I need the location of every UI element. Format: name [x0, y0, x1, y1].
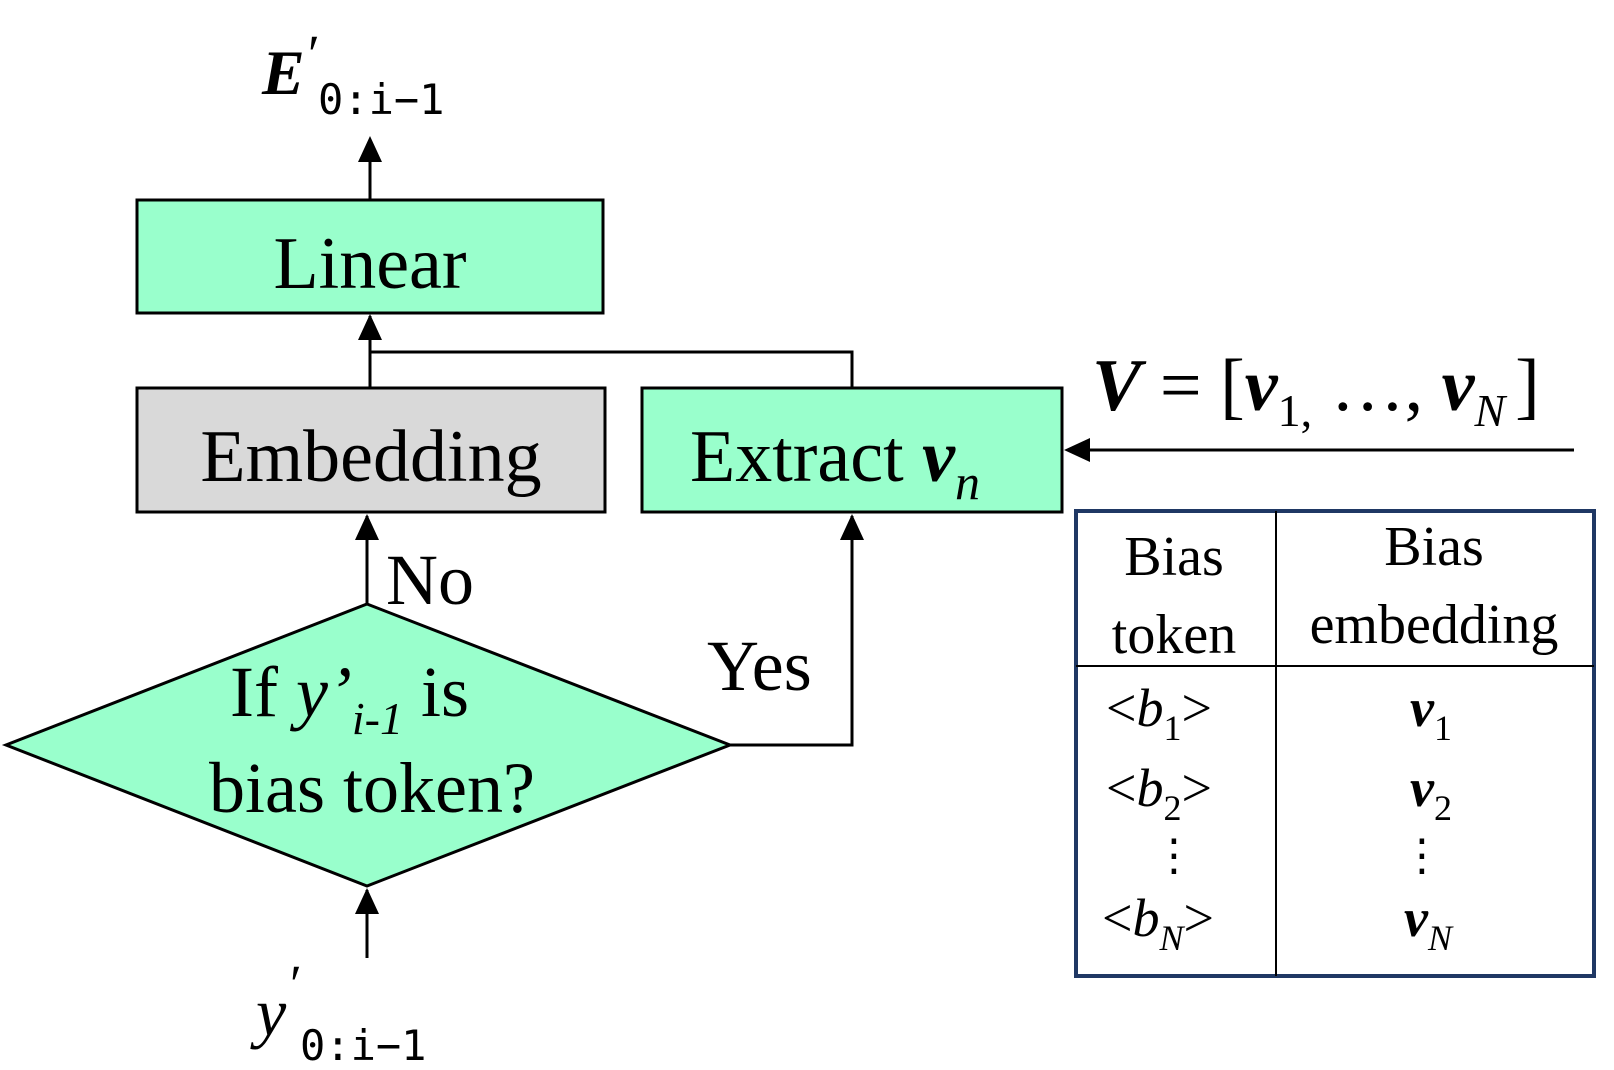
decision-line2: bias token? [209, 748, 535, 828]
extract-box-rect [640, 386, 1064, 514]
input-subscript: 0:i−1 [300, 1021, 426, 1070]
decision-diamond-shape [1, 602, 735, 888]
table-cell-embedding: vN [1404, 888, 1454, 958]
output-label: E ′ 0:i−1 [261, 24, 444, 124]
table-cell-token: ⋮ [1152, 830, 1196, 881]
branch-no-label: No [386, 540, 474, 620]
table-cell-token: <bN> [1102, 888, 1214, 958]
input-label: y ′ 0:i−1 [250, 954, 426, 1070]
connector-extract-to-linear [370, 350, 854, 388]
output-subscript: 0:i−1 [318, 75, 444, 124]
input-symbol: y [250, 974, 287, 1050]
table-cell-token: <b1> [1106, 678, 1212, 748]
arrowhead-embedding [355, 514, 379, 540]
v-vector-label: V = [v1, …, vN] [1092, 345, 1540, 436]
branch-yes-label: Yes [707, 626, 812, 706]
linear-box-rect [135, 198, 605, 315]
input-prime: ′ [290, 954, 302, 1014]
decision-line1: If y’i-1 is [230, 652, 469, 744]
table-cell-embedding: ⋮ [1400, 830, 1444, 881]
table-header-col2-line2: embedding [1310, 594, 1559, 656]
embedding-box: Embedding [135, 386, 607, 514]
arrowhead-output [358, 136, 382, 162]
arrowhead-extract-left [1064, 438, 1090, 462]
extract-box-label: Extract vn [690, 416, 980, 510]
extract-box: Extract vn [640, 386, 1064, 514]
arrowhead-diamond [355, 888, 379, 914]
decision-diamond: If y’i-1 is bias token? [1, 602, 735, 888]
table-cell-token: <b2> [1106, 758, 1212, 828]
arrowhead-extract-up [840, 514, 864, 540]
embedding-box-rect [135, 386, 607, 514]
table-header-col2-line1: Bias [1384, 516, 1484, 578]
arrow-yes-branch [730, 516, 854, 747]
table-row: <bN> vN [1102, 888, 1454, 958]
table-row: <b1> v1 [1106, 678, 1452, 748]
table-row: <b2> v2 [1106, 758, 1452, 828]
table-cell-embedding: v1 [1410, 678, 1452, 748]
arrowhead-linear [358, 314, 382, 340]
table-header-col1-line1: Bias [1124, 526, 1224, 588]
output-symbol: E [261, 37, 305, 108]
output-prime: ′ [308, 24, 320, 84]
bias-table: Bias token Bias embedding <b1> v1 <b2> v… [1074, 509, 1596, 978]
linear-box: Linear [135, 198, 605, 315]
embedding-box-label: Embedding [200, 416, 541, 498]
linear-box-label: Linear [273, 223, 466, 305]
table-row: ⋮ ⋮ [1152, 830, 1444, 881]
table-cell-embedding: v2 [1410, 758, 1452, 828]
bias-table-border [1074, 509, 1596, 978]
table-header-col1-line2: token [1112, 604, 1236, 666]
